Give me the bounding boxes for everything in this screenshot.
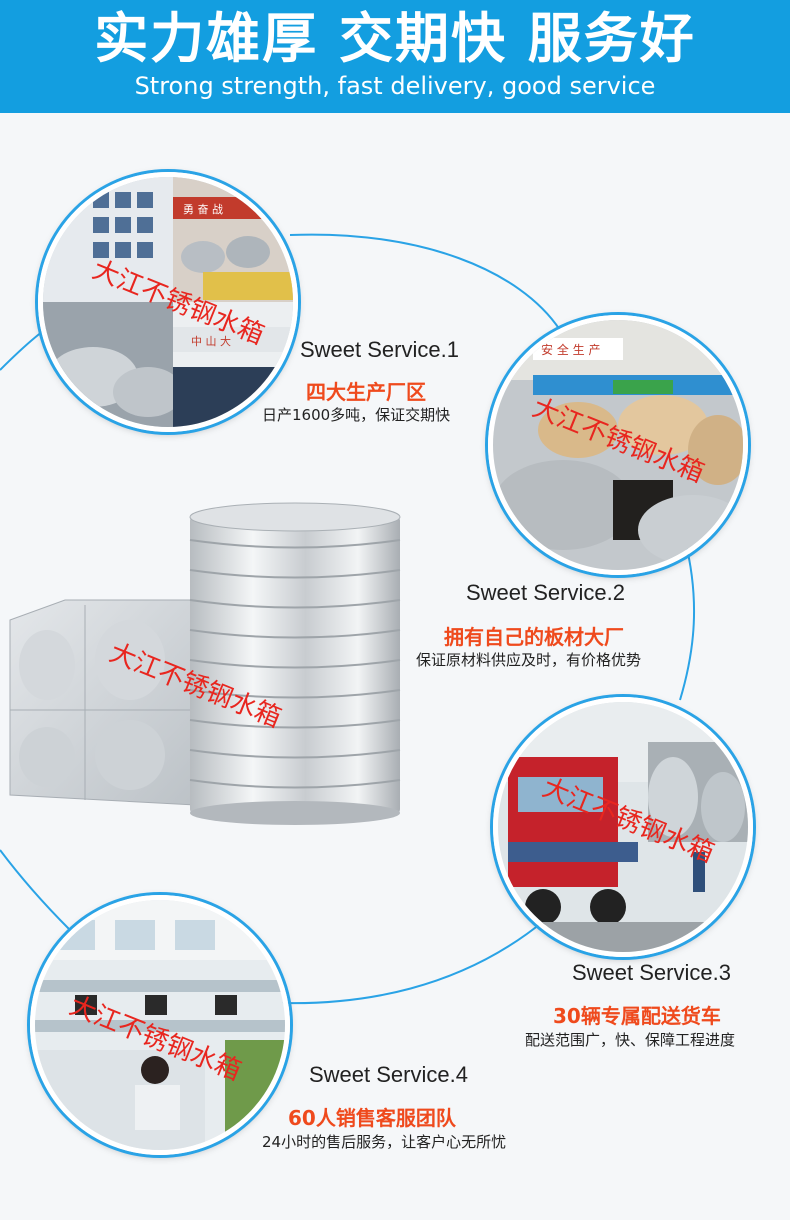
- service-2-headline: 拥有自己的板材大厂: [444, 625, 624, 649]
- service-3-title: Sweet Service.3: [572, 960, 731, 985]
- service-3-headline: 30辆专属配送货车: [553, 1004, 721, 1028]
- warehouse-banner-text: 安 全 生 产: [541, 342, 600, 357]
- factory-banner-text: 勇 奋 战: [183, 202, 223, 216]
- service-4-headline: 60人销售客服团队: [288, 1106, 456, 1130]
- truck-photo: 大江不锈钢水箱: [493, 697, 753, 957]
- service-1-headline: 四大生产厂区: [306, 380, 426, 404]
- service-1-desc: 日产1600多吨，保证交期快: [262, 406, 451, 424]
- service-3-desc: 配送范围广，快、保障工程进度: [525, 1031, 736, 1049]
- service-2-desc: 保证原材料供应及时，有价格优势: [416, 651, 642, 669]
- factory-sign-text: 中 山 大: [191, 334, 231, 348]
- steel-coil-photo: 安 全 生 产 大江不锈钢水箱: [488, 315, 748, 575]
- service-4-desc: 24小时的售后服务，让客户心无所忧: [262, 1133, 507, 1151]
- water-tank-image: [9, 502, 401, 825]
- page-subtitle: Strong strength, fast delivery, good ser…: [134, 72, 656, 100]
- page-title: 实力雄厚 交期快 服务好: [94, 7, 696, 70]
- service-2-title: Sweet Service.2: [466, 580, 625, 605]
- service-1-title: Sweet Service.1: [300, 337, 459, 362]
- factory-photo: 勇 奋 战 中 山 大 大江不锈钢水箱: [38, 172, 298, 432]
- service-4-title: Sweet Service.4: [309, 1062, 468, 1087]
- office-photo: 大江不锈钢水箱: [30, 895, 290, 1155]
- header-banner: 实力雄厚 交期快 服务好 Strong strength, fast deliv…: [0, 0, 790, 113]
